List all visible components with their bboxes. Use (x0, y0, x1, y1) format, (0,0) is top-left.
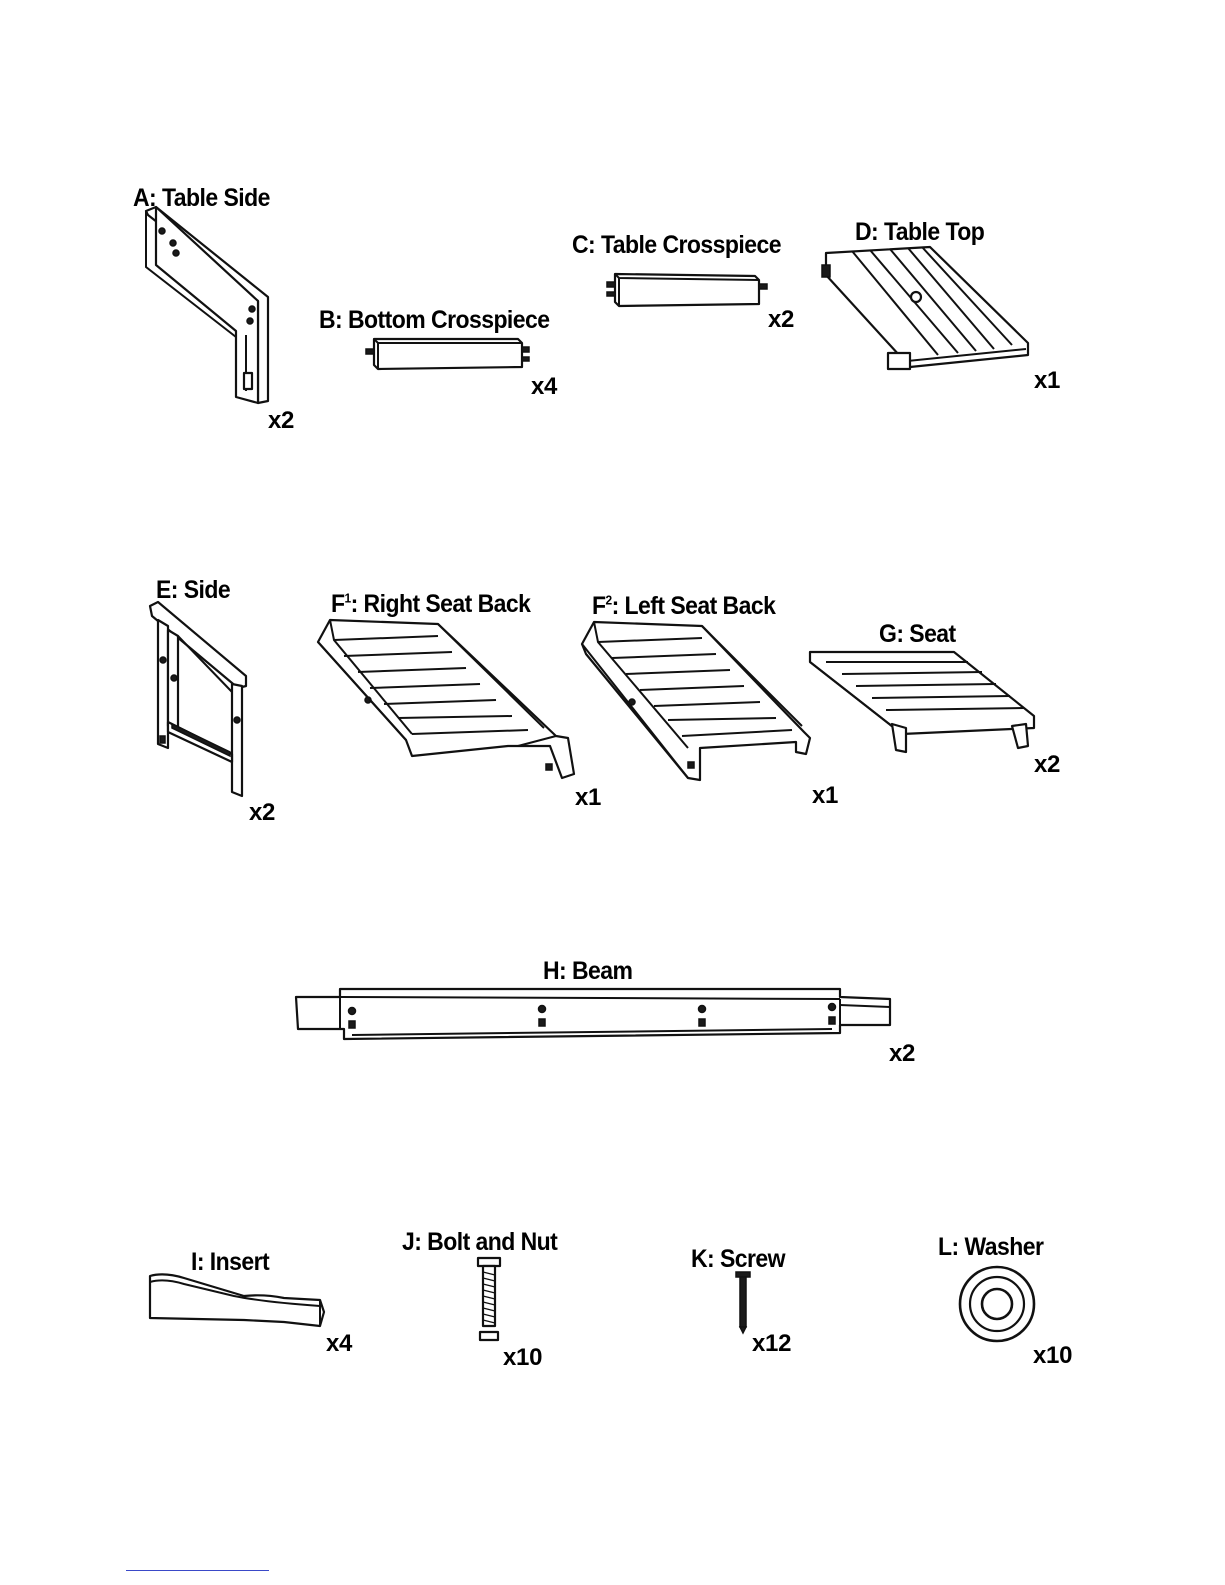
part-j-label: J: Bolt and Nut (402, 1228, 557, 1257)
beam-drawing (292, 985, 897, 1045)
part-f2-quantity: x1 (812, 782, 838, 810)
left-seat-back-drawing (578, 620, 818, 785)
bottom-crosspiece-drawing (362, 333, 532, 378)
part-f2-label-prefix: F (592, 592, 605, 620)
part-g-label: G: Seat (879, 620, 956, 649)
part-e-quantity: x2 (249, 799, 275, 827)
part-f2-label-rest: : Left Seat Back (612, 592, 776, 620)
part-a-quantity: x2 (268, 407, 294, 435)
part-g-quantity: x2 (1034, 751, 1060, 779)
right-seat-back-drawing (312, 618, 582, 783)
seat-drawing (806, 648, 1038, 758)
side-drawing (146, 600, 256, 800)
insert-drawing (144, 1270, 329, 1330)
part-b-label: B: Bottom Crosspiece (319, 306, 550, 335)
table-top-drawing (818, 245, 1043, 380)
bolt-and-nut-drawing (474, 1256, 504, 1351)
part-d-label: D: Table Top (855, 218, 984, 247)
washer-drawing (955, 1262, 1039, 1346)
part-j-quantity: x10 (503, 1344, 542, 1372)
part-c-label: C: Table Crosspiece (572, 231, 781, 260)
part-f1-label-rest: : Right Seat Back (351, 590, 531, 618)
footer-rule (126, 1570, 269, 1571)
part-c-quantity: x2 (768, 306, 794, 334)
part-d-quantity: x1 (1034, 367, 1060, 395)
part-i-quantity: x4 (326, 1330, 352, 1358)
part-h-label: H: Beam (543, 957, 632, 986)
part-l-label: L: Washer (938, 1233, 1043, 1262)
part-f1-label: F1: Right Seat Back (331, 590, 530, 619)
table-crosspiece-drawing (605, 270, 775, 312)
part-b-quantity: x4 (531, 373, 557, 401)
screw-drawing (732, 1270, 754, 1334)
part-k-quantity: x12 (752, 1330, 791, 1358)
table-side-drawing (140, 205, 275, 405)
part-f2-label: F2: Left Seat Back (592, 592, 775, 621)
part-f1-label-prefix: F (331, 590, 344, 618)
part-h-quantity: x2 (889, 1040, 915, 1068)
part-l-quantity: x10 (1033, 1342, 1072, 1370)
part-f1-quantity: x1 (575, 784, 601, 812)
